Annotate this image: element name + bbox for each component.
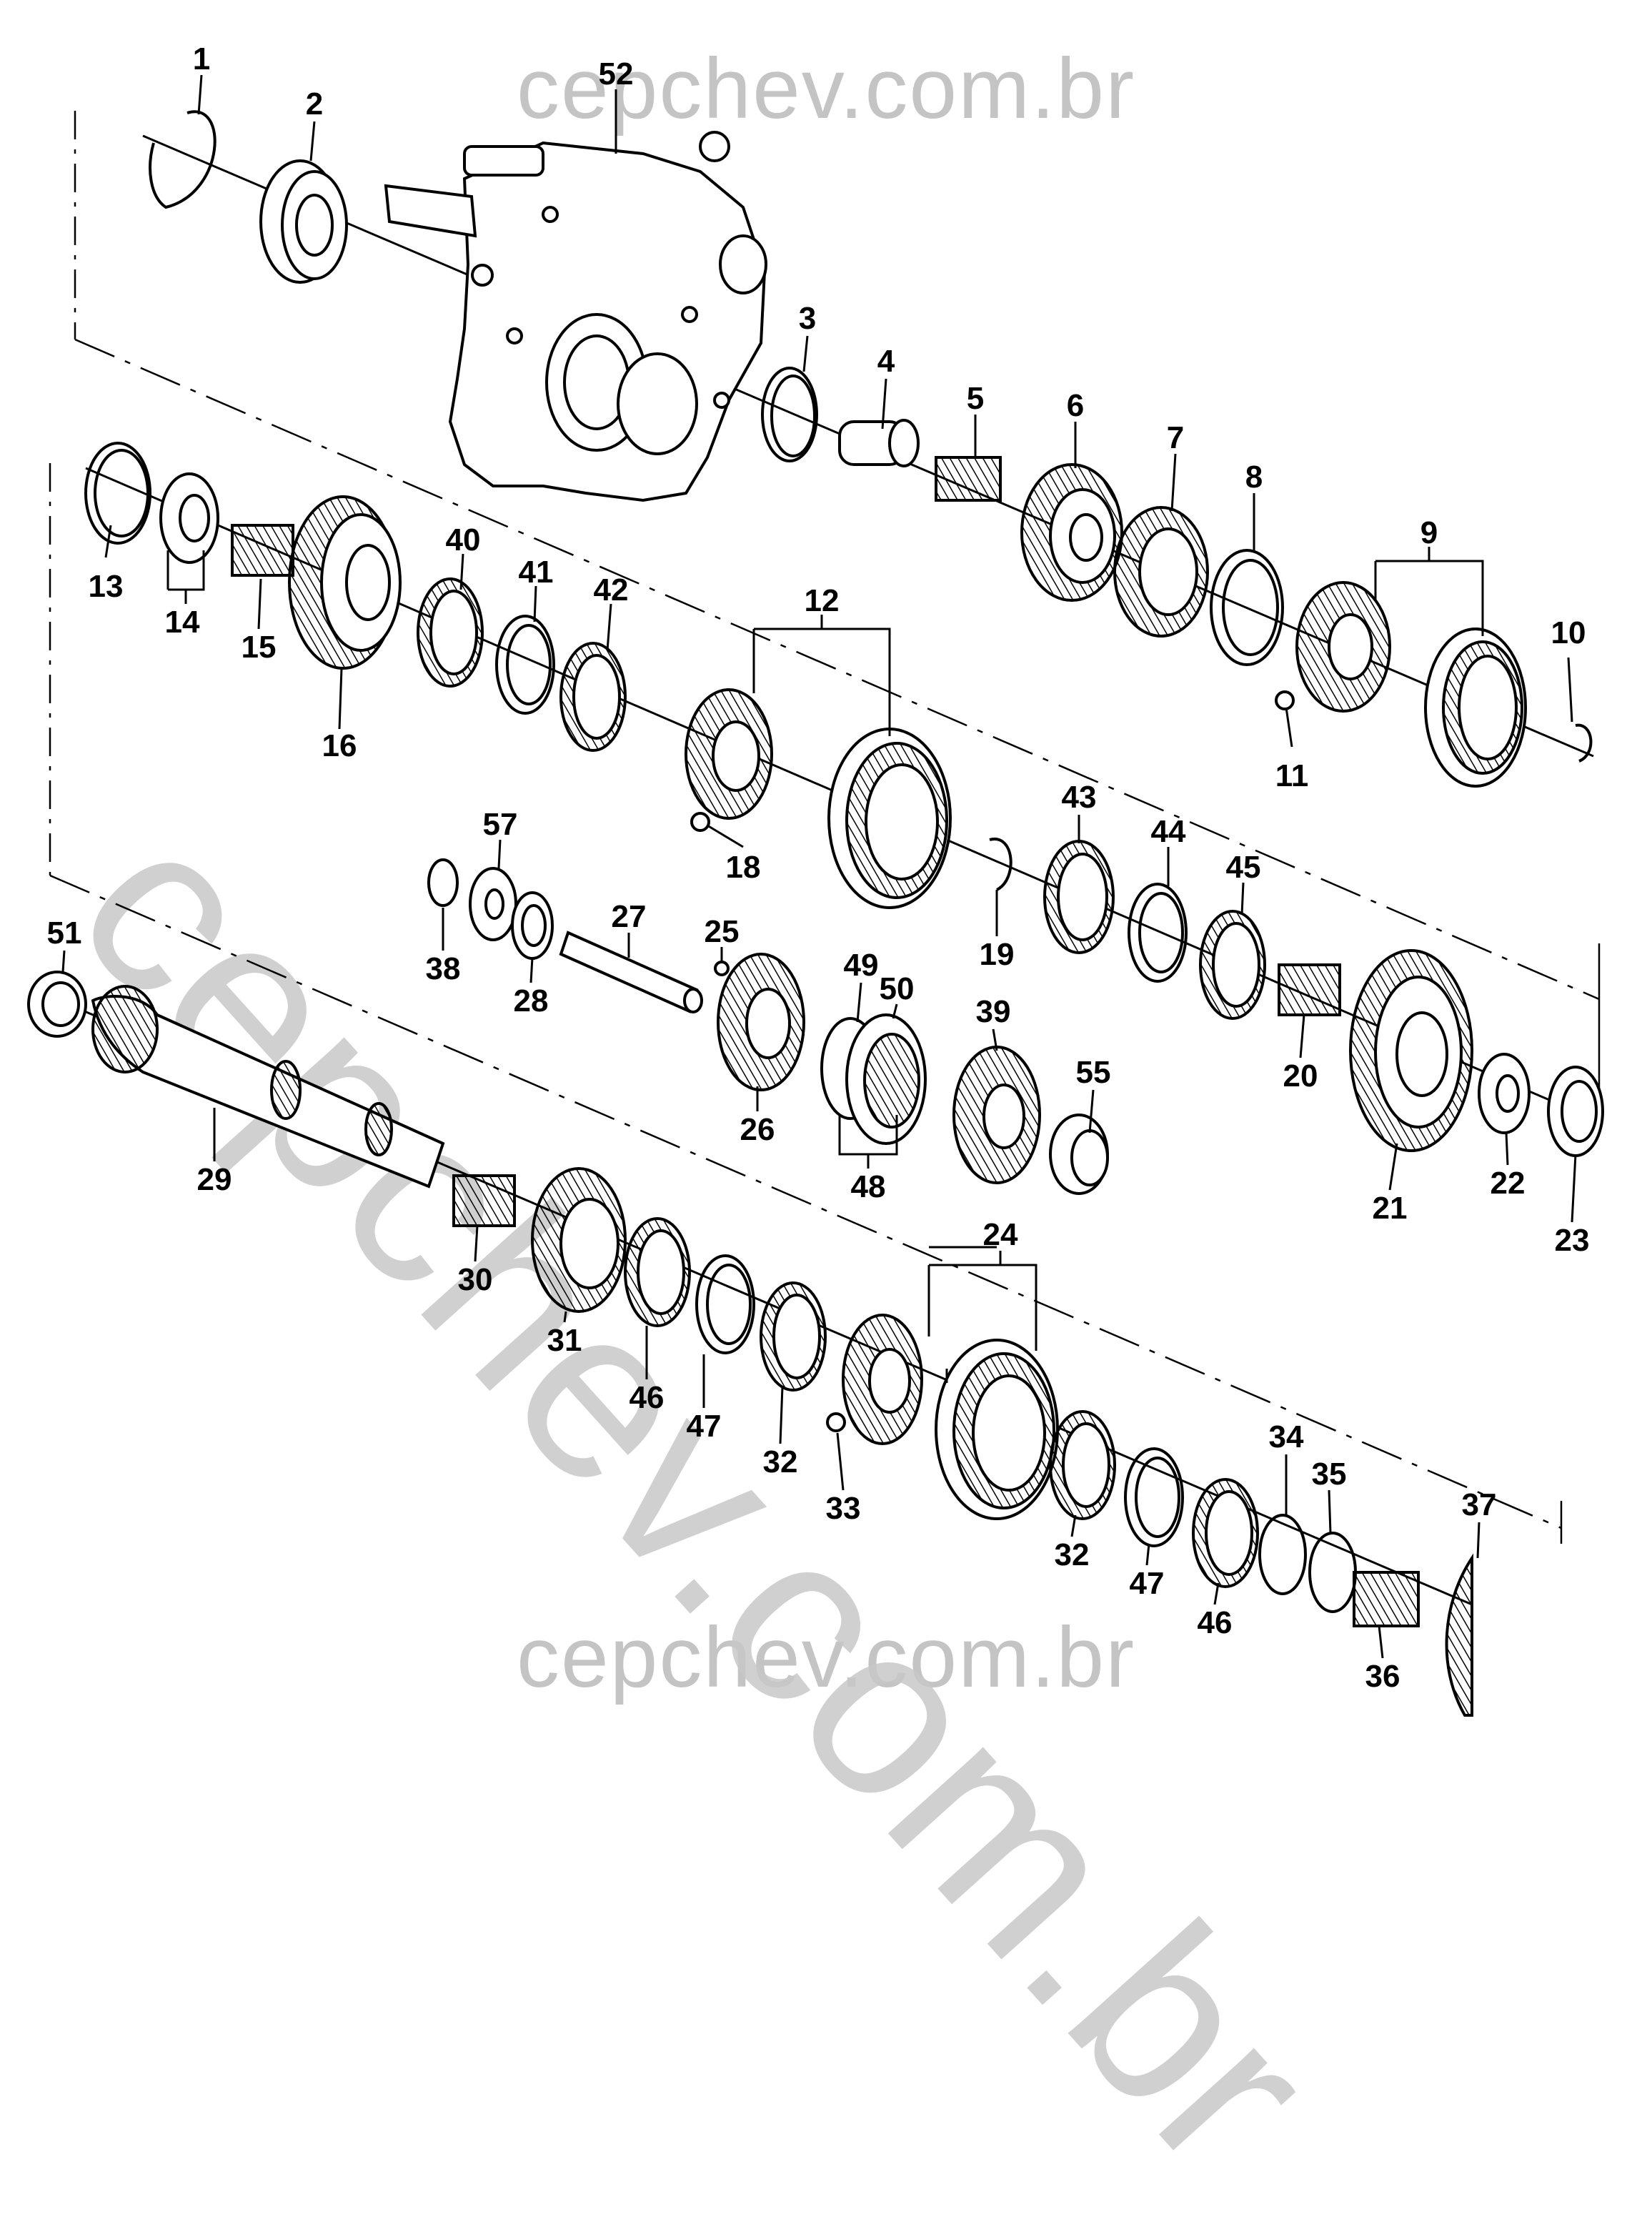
callout-41: 41 bbox=[519, 555, 554, 590]
callout-57: 57 bbox=[483, 807, 518, 842]
callout-49: 49 bbox=[844, 948, 879, 983]
top-shaft-parts bbox=[149, 110, 1593, 788]
callout-40: 40 bbox=[446, 522, 481, 557]
callout-32b: 32 bbox=[1055, 1537, 1090, 1572]
callout-23: 23 bbox=[1555, 1223, 1590, 1258]
callout-45: 45 bbox=[1226, 850, 1261, 885]
callout-48: 48 bbox=[851, 1169, 886, 1204]
callout-30: 30 bbox=[458, 1262, 493, 1297]
watermark-bottom: cepchev.com.br bbox=[516, 1610, 1136, 1705]
callout-8: 8 bbox=[1245, 460, 1263, 495]
callout-35: 35 bbox=[1312, 1457, 1347, 1492]
callout-29: 29 bbox=[197, 1162, 232, 1197]
exploded-diagram: 1 2 52 3 4 5 6 7 8 9 10 11 12 13 14 15 1… bbox=[27, 41, 1604, 1717]
middle-shaft-parts bbox=[84, 442, 1604, 1157]
callout-39: 39 bbox=[976, 994, 1011, 1029]
callout-21: 21 bbox=[1373, 1191, 1408, 1226]
callout-4: 4 bbox=[877, 344, 895, 379]
callout-36: 36 bbox=[1365, 1659, 1400, 1694]
bottom-shaft-parts bbox=[27, 971, 1473, 1717]
callout-31: 31 bbox=[547, 1323, 582, 1358]
callout-14: 14 bbox=[165, 605, 200, 640]
callout-22: 22 bbox=[1491, 1166, 1526, 1201]
callout-28: 28 bbox=[514, 983, 549, 1018]
callout-46a: 46 bbox=[630, 1380, 665, 1415]
shaft-axes bbox=[42, 134, 1601, 1606]
callout-1: 1 bbox=[193, 41, 210, 76]
section-frames bbox=[49, 111, 1601, 1544]
callout-11: 11 bbox=[1275, 758, 1309, 793]
callout-50: 50 bbox=[880, 971, 915, 1006]
callout-25: 25 bbox=[705, 914, 740, 949]
callout-18: 18 bbox=[726, 850, 761, 885]
callout-37: 37 bbox=[1462, 1487, 1497, 1522]
callout-38: 38 bbox=[426, 951, 461, 986]
callout-43: 43 bbox=[1062, 780, 1097, 815]
callout-55: 55 bbox=[1076, 1055, 1111, 1090]
callout-10: 10 bbox=[1551, 615, 1586, 650]
callout-32a: 32 bbox=[763, 1444, 798, 1479]
callout-6: 6 bbox=[1067, 388, 1084, 423]
reverse-idler-parts bbox=[427, 858, 1109, 1195]
callout-51: 51 bbox=[47, 916, 82, 951]
callout-44: 44 bbox=[1151, 814, 1186, 849]
callout-9: 9 bbox=[1420, 515, 1438, 550]
callout-7: 7 bbox=[1167, 420, 1184, 455]
callout-13: 13 bbox=[89, 569, 124, 604]
callout-20: 20 bbox=[1283, 1058, 1318, 1093]
callout-24: 24 bbox=[983, 1217, 1018, 1252]
leader-lines bbox=[104, 74, 1577, 1383]
callout-46b: 46 bbox=[1198, 1605, 1233, 1640]
callout-27: 27 bbox=[612, 899, 647, 934]
callout-labels: 1 2 52 3 4 5 6 7 8 9 10 11 12 13 14 15 1… bbox=[47, 41, 1590, 1694]
leader-lines-bottom bbox=[61, 839, 1481, 1659]
callout-16: 16 bbox=[322, 728, 357, 763]
callout-12: 12 bbox=[805, 583, 840, 618]
callout-15: 15 bbox=[242, 630, 277, 665]
callout-33: 33 bbox=[826, 1491, 861, 1526]
callout-26: 26 bbox=[740, 1112, 775, 1147]
watermark-top: cepchev.com.br bbox=[516, 41, 1136, 137]
callout-5: 5 bbox=[967, 381, 984, 416]
callout-47a: 47 bbox=[687, 1409, 722, 1444]
callout-19: 19 bbox=[980, 937, 1015, 972]
callout-34: 34 bbox=[1269, 1419, 1304, 1454]
callout-3: 3 bbox=[799, 301, 816, 336]
transmission-housing bbox=[384, 131, 767, 502]
callout-2: 2 bbox=[306, 86, 323, 121]
callout-52: 52 bbox=[599, 56, 634, 91]
callout-47b: 47 bbox=[1130, 1566, 1165, 1601]
callout-42: 42 bbox=[594, 572, 629, 607]
